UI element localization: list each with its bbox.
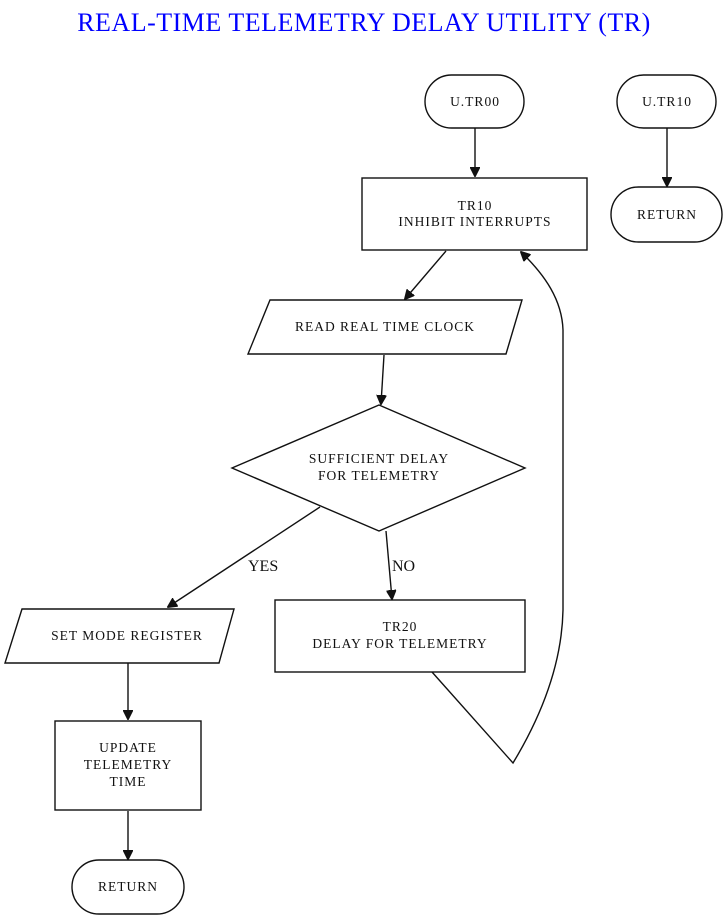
node-update-time-line-2: TELEMETRY [84,757,173,772]
node-utr10-label: U.TR10 [642,94,692,109]
edge-tr10-read-clock [405,250,447,299]
node-set-mode: SET MODE REGISTER [4,608,235,664]
node-set-mode-label: SET MODE REGISTER [51,628,203,643]
node-utr10: U.TR10 [616,74,717,129]
node-utr00-label: U.TR00 [450,94,500,109]
node-update-time-line-1: UPDATE [99,740,157,755]
node-update-time-line-3: TIME [110,774,147,789]
node-decision-line-2: FOR TELEMETRY [318,468,440,483]
node-return-bottom-label: RETURN [98,879,158,894]
node-read-clock: READ REAL TIME CLOCK [246,299,523,355]
edge-label-yes: YES [248,558,278,575]
node-tr10-line-2: INHIBIT INTERRUPTS [398,214,551,229]
node-read-clock-label: READ REAL TIME CLOCK [295,319,475,334]
node-tr20-line-1: TR20 [383,619,418,634]
edges: YES NO [128,128,667,859]
node-utr00: U.TR00 [424,74,525,129]
node-update-time: UPDATE TELEMETRY TIME [54,720,202,811]
node-tr10-line-1: TR10 [458,198,493,213]
edge-label-no: NO [392,558,415,575]
edge-decision-set-mode [168,506,321,607]
diagram-title: REAL-TIME TELEMETRY DELAY UTILITY (TR) [77,8,651,37]
edge-read-clock-decision [381,354,384,404]
edge-decision-tr20 [385,530,392,599]
node-return-bottom: RETURN [71,859,185,915]
node-tr10: TR10 INHIBIT INTERRUPTS [361,177,588,251]
edge-tr20-loop-tr10 [431,252,564,765]
node-decision-line-1: SUFFICIENT DELAY [309,451,449,466]
node-tr20: TR20 DELAY FOR TELEMETRY [274,599,526,673]
node-decision: SUFFICIENT DELAY FOR TELEMETRY [230,404,527,532]
node-tr20-line-2: DELAY FOR TELEMETRY [312,636,487,651]
node-return-top-label: RETURN [637,207,697,222]
node-return-top: RETURN [610,186,723,243]
